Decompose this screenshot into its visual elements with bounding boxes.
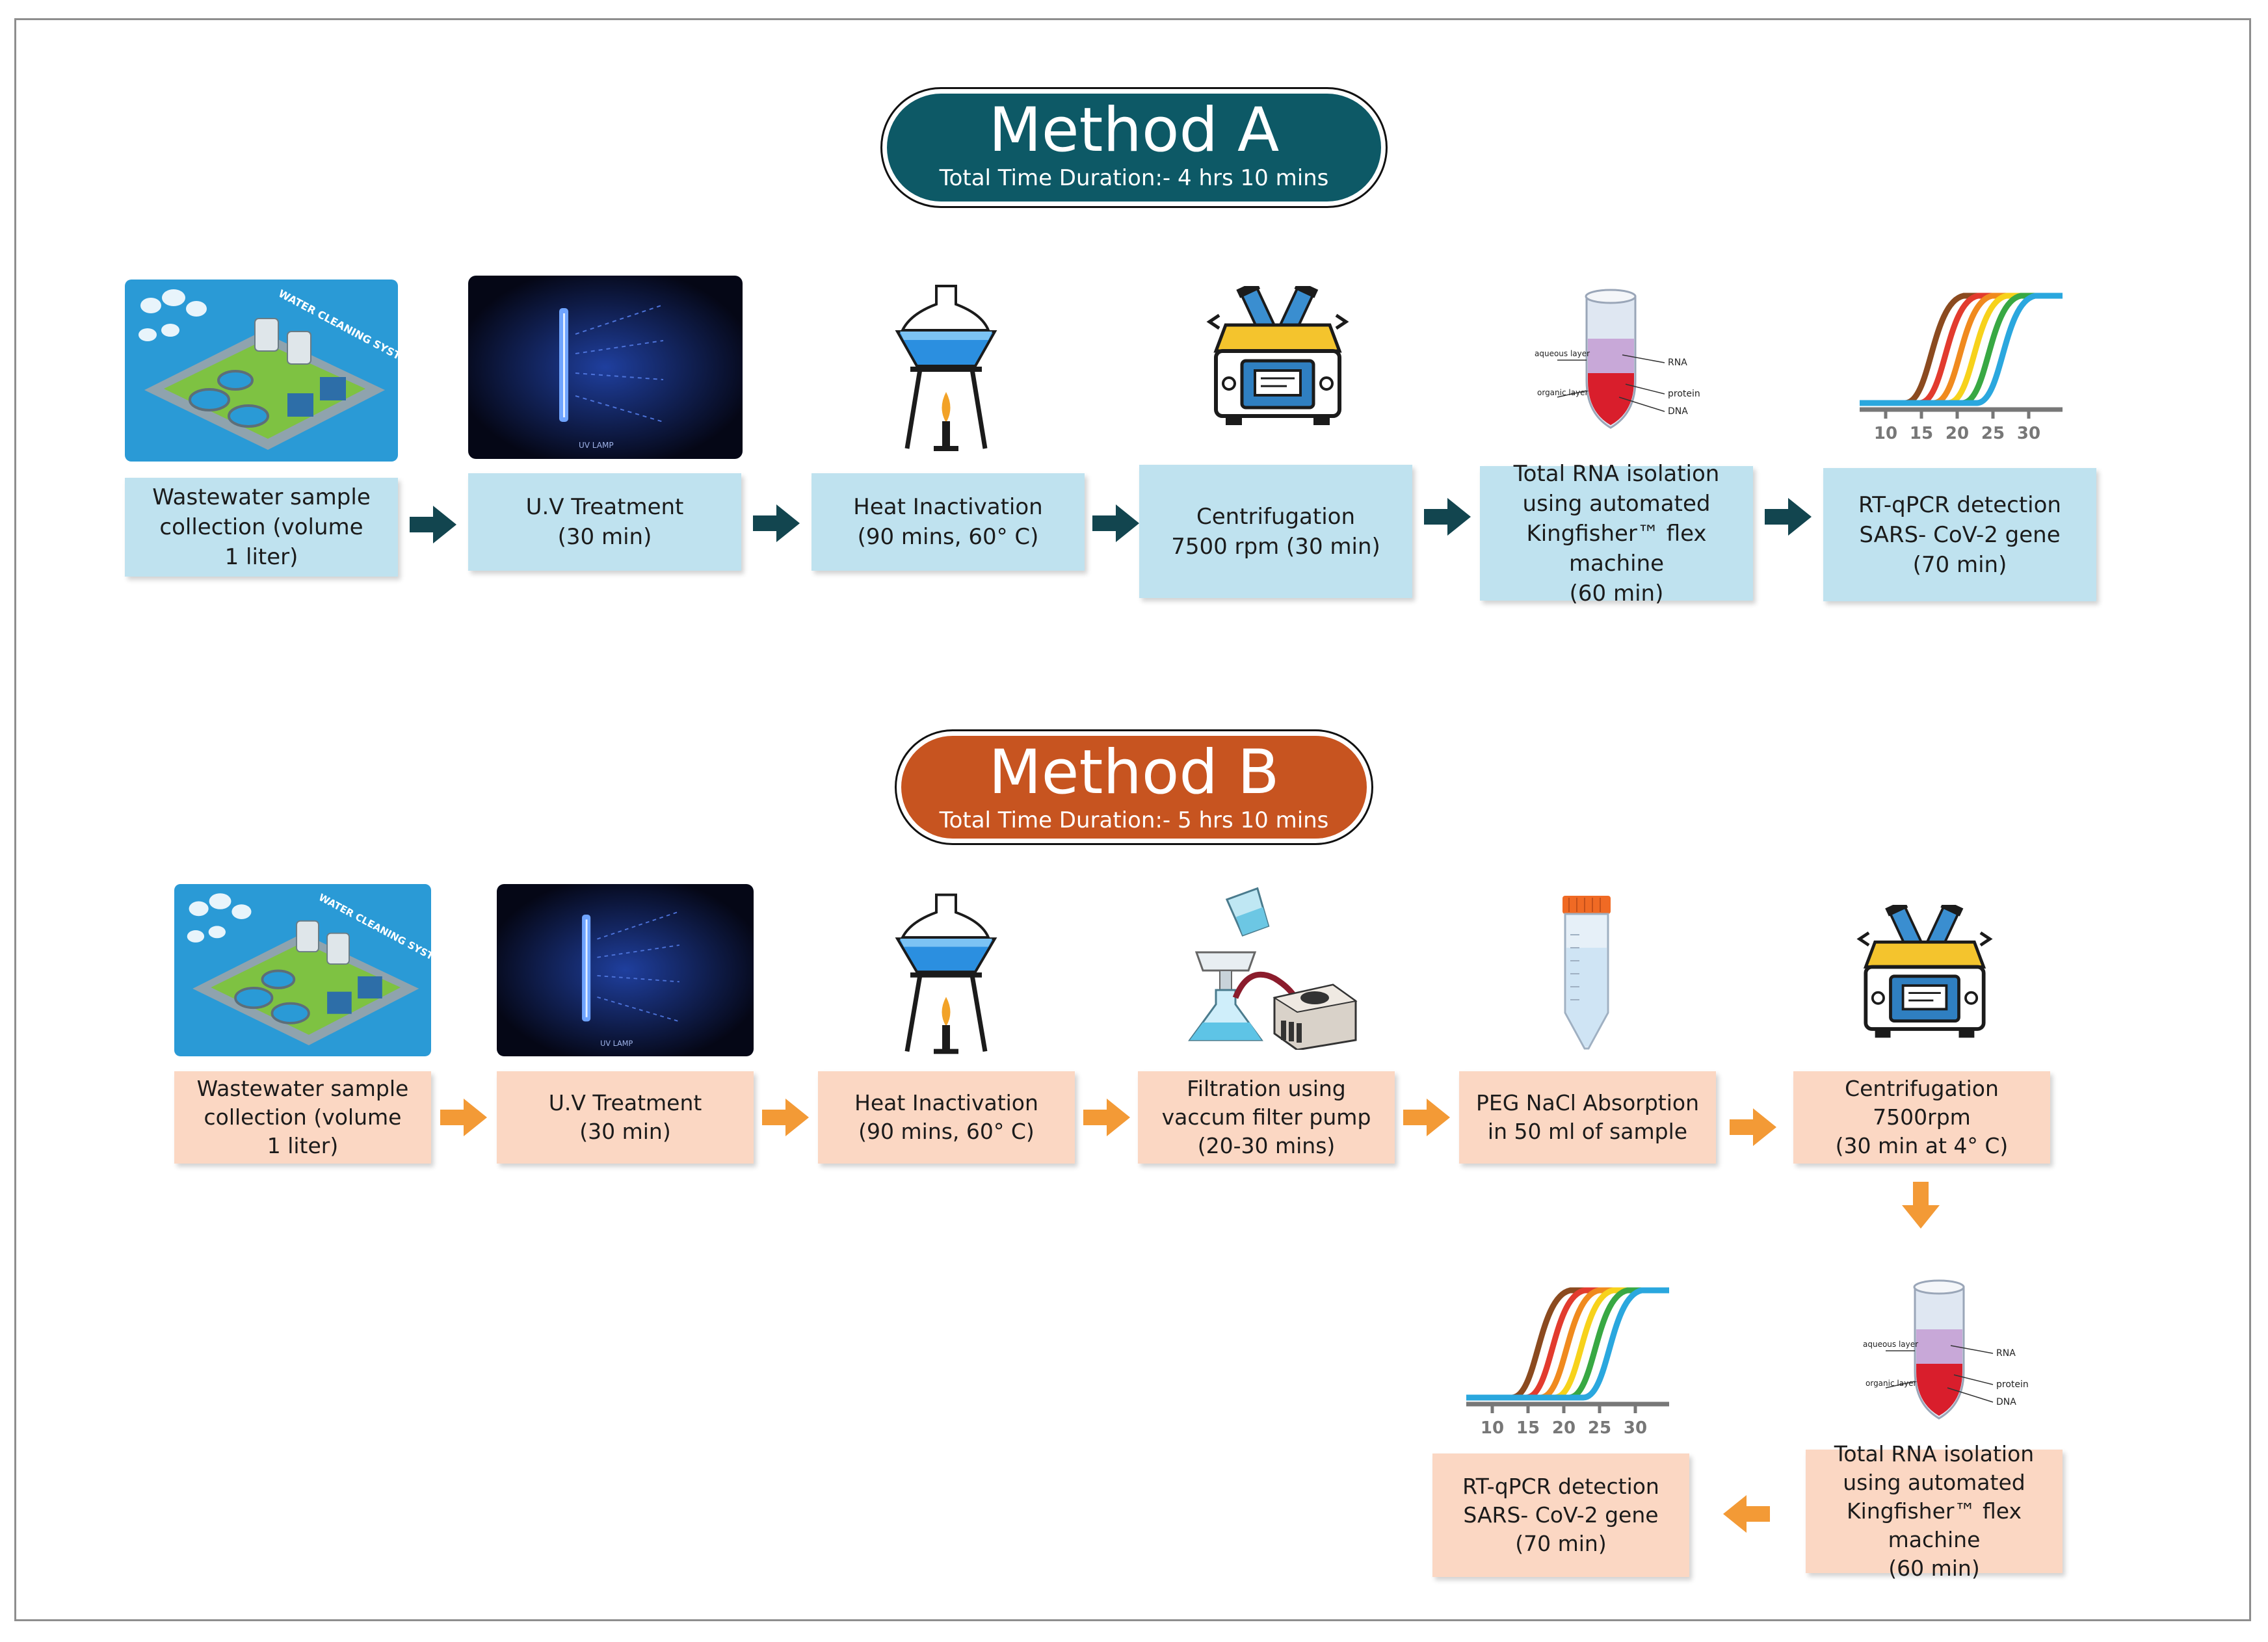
- method-b-step-2: U.V Treatment (30 min): [497, 1071, 754, 1164]
- pcr-amplification-curves-icon: 10 15 20 25 30: [1860, 293, 2063, 443]
- method-a-title-badge: Method A Total Time Duration:- 4 hrs 10 …: [880, 87, 1388, 208]
- tube-label-dna: DNA: [1996, 1397, 2016, 1407]
- bunsen-burner-flask-icon: [895, 893, 997, 1054]
- method-b-arrow-2: [762, 1099, 809, 1136]
- tube-label-aqueous: aqueous layer: [1863, 1340, 1918, 1349]
- method-b-arrow-4: [1403, 1099, 1450, 1136]
- method-a-duration: Total Time Duration:- 4 hrs 10 mins: [939, 165, 1329, 191]
- method-b-step-4: Filtration using vaccum filter pump (20-…: [1138, 1071, 1395, 1164]
- method-a-title: Method A: [988, 95, 1280, 166]
- method-b-arrow-5: [1730, 1108, 1776, 1146]
- method-b-step-6: Centrifugation 7500rpm (30 min at 4° C): [1793, 1071, 2050, 1164]
- method-b-arrow-down: [1902, 1182, 1940, 1229]
- method-a-step-5: Total RNA isolation using automated King…: [1480, 461, 1753, 606]
- uv-caption: UV LAMP: [600, 1039, 633, 1048]
- axis-tick-label: 30: [2017, 424, 2040, 443]
- method-a-arrow-1: [410, 506, 456, 543]
- centrifuge-icon: [1856, 905, 1993, 1038]
- uv-lamp-icon: UV LAMP: [497, 884, 754, 1056]
- method-b-arrow-3: [1083, 1099, 1130, 1136]
- method-a-step-2: U.V Treatment (30 min): [468, 473, 741, 571]
- axis-tick-label: 15: [1910, 424, 1933, 443]
- tube-label-dna: DNA: [1668, 406, 1688, 417]
- pcr-amplification-curves-icon: 10 15 20 25 30: [1466, 1287, 1669, 1438]
- bunsen-burner-flask-icon: [895, 285, 997, 451]
- method-b-title: Method B: [988, 737, 1280, 808]
- tube-label-rna: RNA: [1668, 358, 1687, 368]
- method-a-arrow-3: [1092, 504, 1139, 542]
- vacuum-filter-pump-icon: [1188, 887, 1358, 1050]
- method-b-step-1: Wastewater sample collection (volume 1 l…: [174, 1071, 431, 1164]
- method-b-step-7: Total RNA isolation using automated King…: [1806, 1441, 2063, 1581]
- axis-tick-label: 10: [1481, 1418, 1504, 1438]
- method-b-arrow-1: [440, 1099, 487, 1136]
- axis-tick-label: 10: [1874, 424, 1897, 443]
- method-a-arrow-2: [753, 504, 800, 542]
- centrifuge-icon: [1206, 286, 1349, 425]
- tube-label-protein: protein: [1668, 389, 1700, 399]
- rna-phase-tube-icon: RNA protein DNA aqueous layer organic la…: [1863, 1279, 2029, 1420]
- amplification-curve: [1466, 1287, 1669, 1401]
- tube-label-organic: organic layer: [1866, 1379, 1917, 1388]
- falcon-tube-icon: [1563, 896, 1611, 1050]
- method-a-step-4: Centrifugation 7500 rpm (30 min): [1139, 465, 1412, 598]
- method-a-step-3: Heat Inactivation (90 mins, 60° C): [811, 473, 1085, 571]
- method-a-step-1: Wastewater sample collection (volume 1 l…: [125, 478, 398, 577]
- tube-label-rna: RNA: [1996, 1348, 2016, 1359]
- tube-label-aqueous: aqueous layer: [1535, 349, 1590, 358]
- axis-tick-label: 25: [1981, 424, 2005, 443]
- method-a-arrow-5: [1765, 498, 1812, 536]
- uv-caption: UV LAMP: [579, 441, 614, 450]
- axis-tick-label: 20: [1552, 1418, 1576, 1438]
- figure-frame: [14, 18, 2251, 1621]
- axis-tick-label: 15: [1516, 1418, 1540, 1438]
- method-b-title-badge: Method B Total Time Duration:- 5 hrs 10 …: [895, 729, 1373, 845]
- method-a-arrow-4: [1424, 498, 1471, 536]
- wastewater-plant-icon: WATER CLEANING SYSTEMS: [174, 884, 431, 1056]
- tube-label-protein: protein: [1996, 1379, 2029, 1390]
- axis-tick-label: 30: [1624, 1418, 1647, 1438]
- method-b-step-3: Heat Inactivation (90 mins, 60° C): [818, 1071, 1075, 1164]
- method-b-step-8: RT-qPCR detection SARS- CoV-2 gene (70 m…: [1432, 1453, 1689, 1577]
- method-a-step-6: RT-qPCR detection SARS- CoV-2 gene (70 m…: [1823, 468, 2096, 601]
- method-b-arrow-left: [1723, 1495, 1770, 1533]
- rna-phase-tube-icon: RNA protein DNA aqueous layer organic la…: [1535, 289, 1700, 429]
- uv-lamp-icon: UV LAMP: [468, 276, 743, 459]
- axis-tick-label: 20: [1945, 424, 1969, 443]
- method-b-step-5: PEG NaCl Absorption in 50 ml of sample: [1459, 1071, 1716, 1164]
- amplification-curve: [1860, 293, 2063, 406]
- wastewater-plant-icon: WATER CLEANING SYSTEMS: [125, 280, 398, 462]
- tube-label-organic: organic layer: [1537, 388, 1589, 397]
- axis-tick-label: 25: [1588, 1418, 1611, 1438]
- method-b-duration: Total Time Duration:- 5 hrs 10 mins: [939, 807, 1329, 833]
